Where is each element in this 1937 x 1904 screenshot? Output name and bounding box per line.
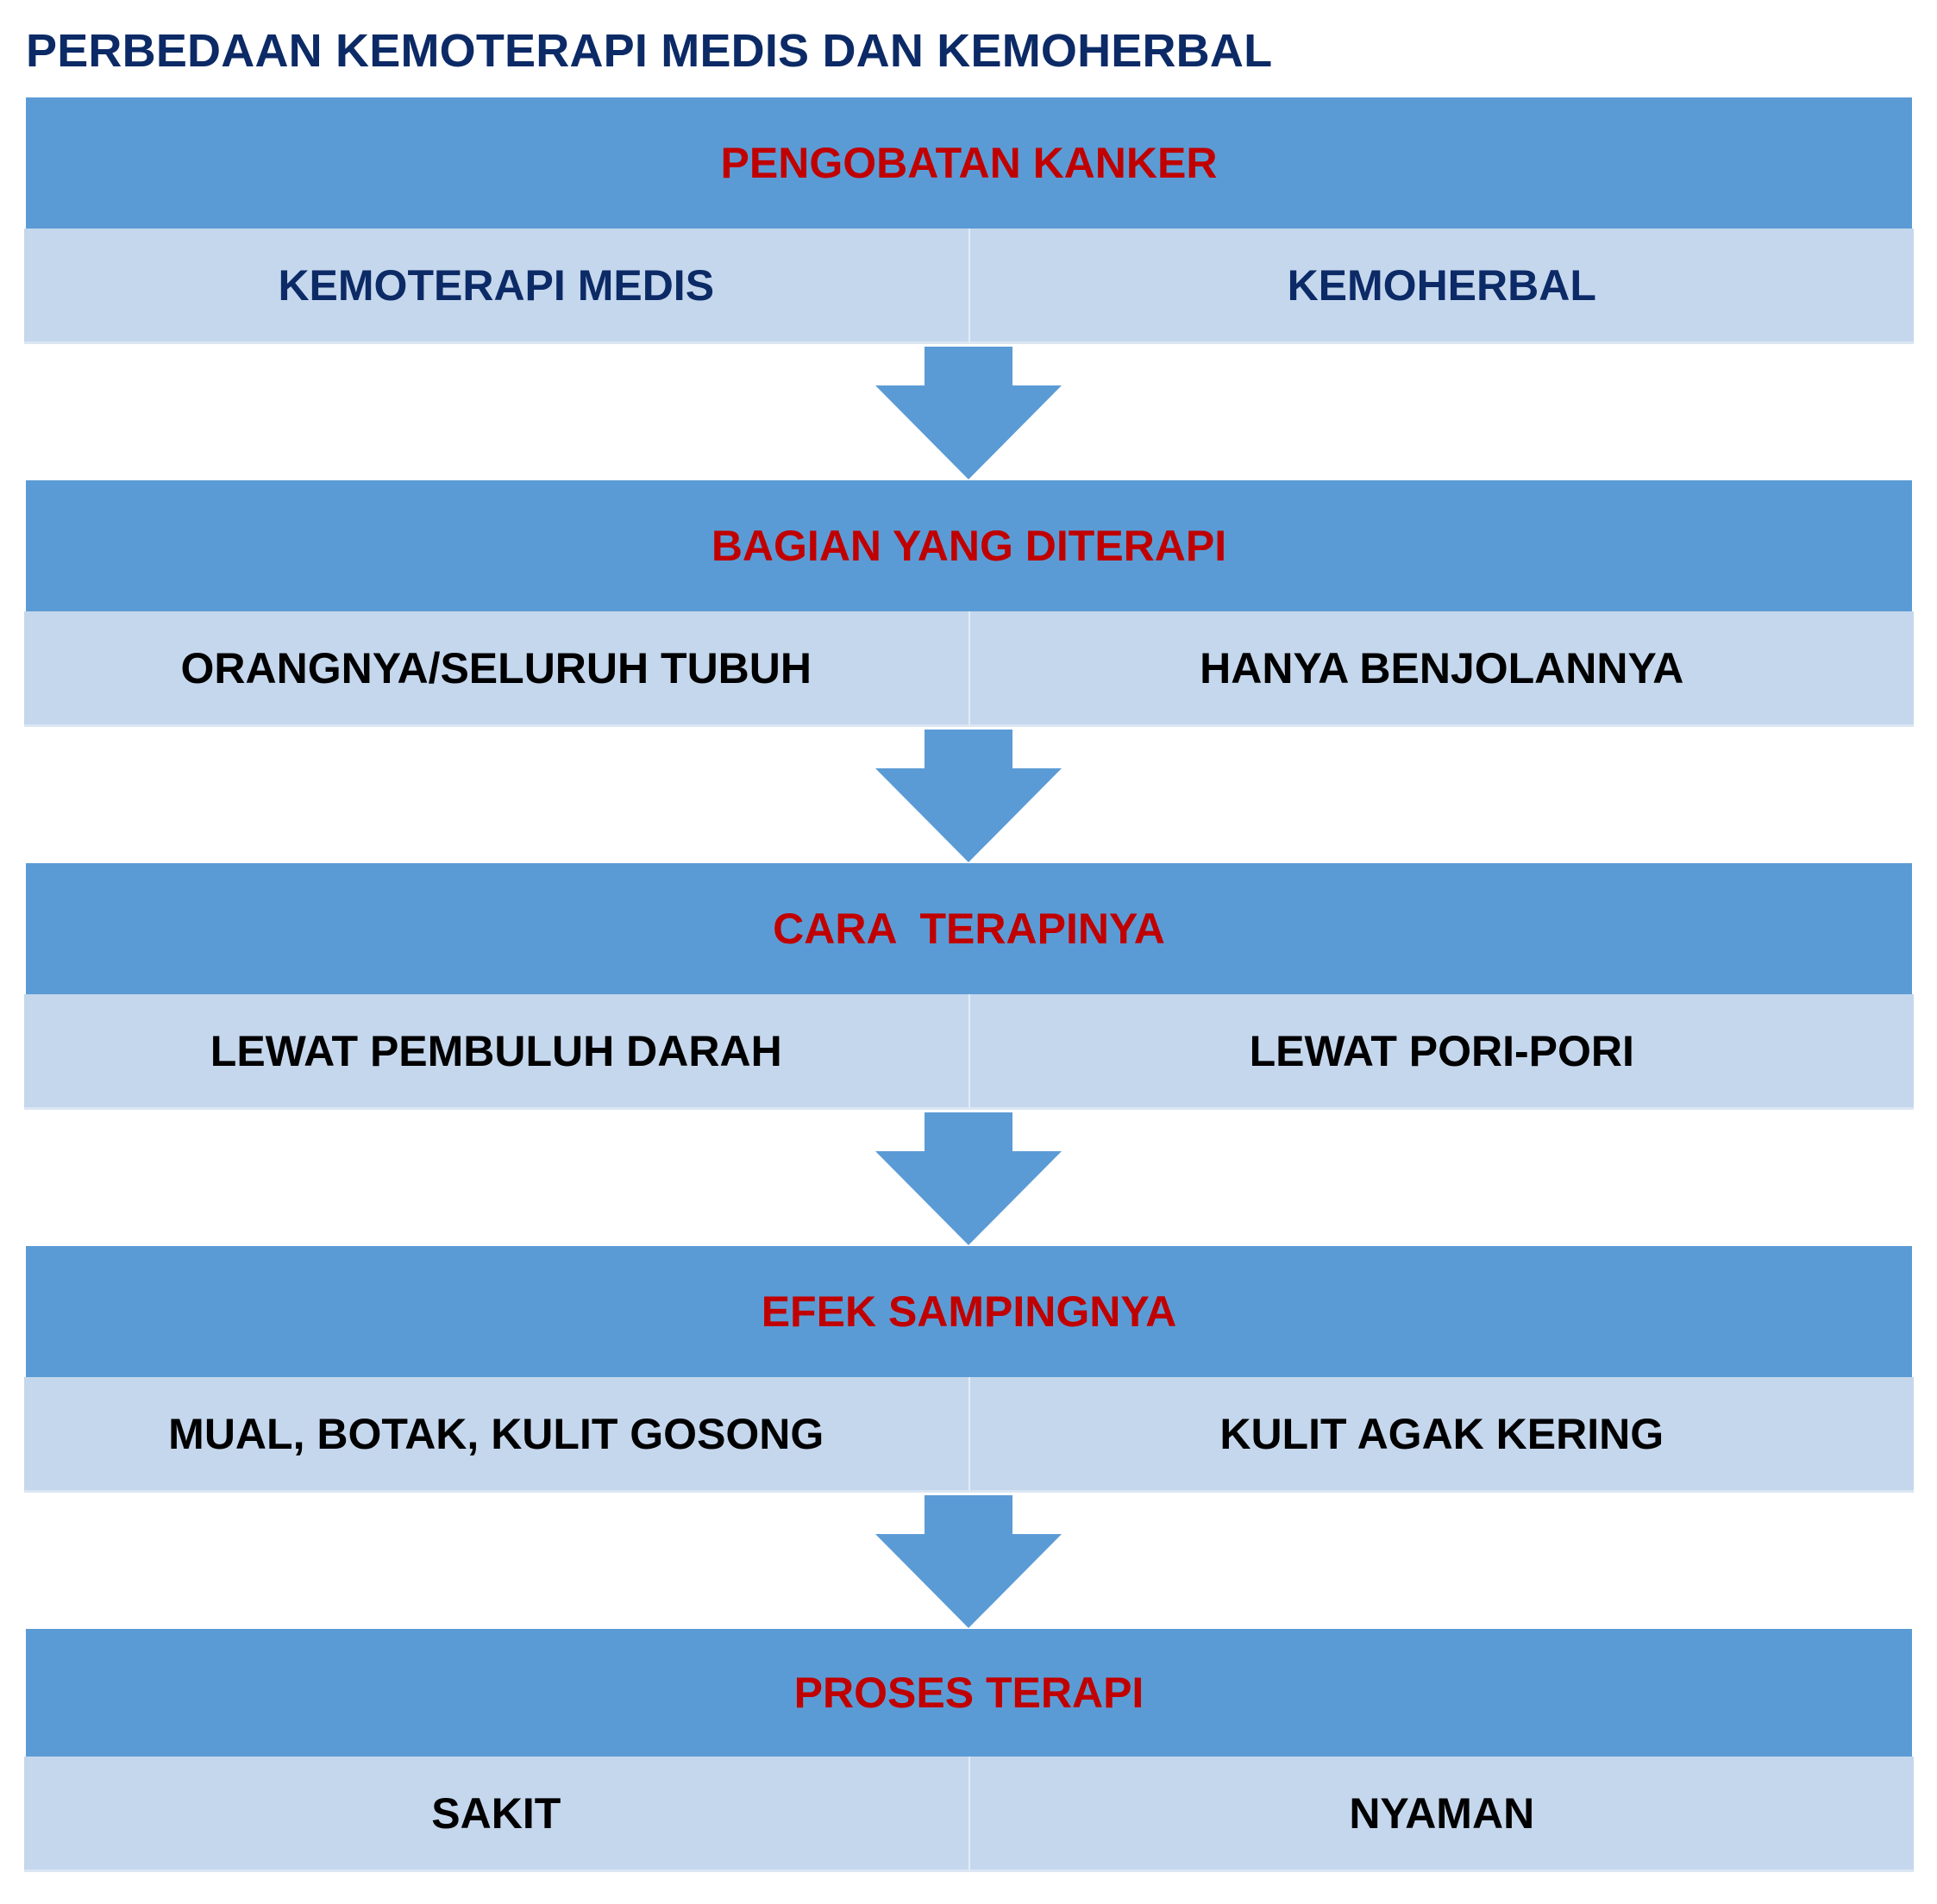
left-cell: MUAL, BOTAK, KULIT GOSONG bbox=[24, 1377, 970, 1493]
down-arrow-icon bbox=[875, 730, 1062, 862]
section-pengobatan-kanker: PENGOBATAN KANKER KEMOTERAPI MEDIS KEMOH… bbox=[24, 97, 1914, 344]
section-efek-sampingnya: EFEK SAMPINGNYA MUAL, BOTAK, KULIT GOSON… bbox=[24, 1246, 1914, 1493]
comparison-row: LEWAT PEMBULUH DARAH LEWAT PORI-PORI bbox=[24, 994, 1914, 1110]
down-arrow-icon bbox=[875, 347, 1062, 479]
section-heading: BAGIAN YANG DITERAPI bbox=[26, 480, 1912, 611]
section-heading: CARA TERAPINYA bbox=[26, 863, 1912, 994]
comparison-row: ORANGNYA/SELURUH TUBUH HANYA BENJOLANNYA bbox=[24, 611, 1914, 727]
section-heading: PENGOBATAN KANKER bbox=[26, 97, 1912, 229]
page-title: PERBEDAAN KEMOTERAPI MEDIS DAN KEMOHERBA… bbox=[26, 25, 1273, 77]
right-cell: KULIT AGAK KERING bbox=[969, 1377, 1914, 1493]
section-proses-terapi: PROSES TERAPI SAKIT NYAMAN bbox=[24, 1629, 1914, 1872]
comparison-row: KEMOTERAPI MEDIS KEMOHERBAL bbox=[24, 229, 1914, 344]
comparison-row: MUAL, BOTAK, KULIT GOSONG KULIT AGAK KER… bbox=[24, 1377, 1914, 1493]
section-heading: PROSES TERAPI bbox=[26, 1629, 1912, 1757]
down-arrow-icon bbox=[875, 1112, 1062, 1245]
left-column-label: KEMOTERAPI MEDIS bbox=[24, 229, 970, 344]
left-cell: ORANGNYA/SELURUH TUBUH bbox=[24, 611, 970, 727]
section-bagian-yang-diterapi: BAGIAN YANG DITERAPI ORANGNYA/SELURUH TU… bbox=[24, 480, 1914, 727]
left-cell: SAKIT bbox=[24, 1757, 970, 1872]
down-arrow-icon bbox=[875, 1495, 1062, 1628]
comparison-row: SAKIT NYAMAN bbox=[24, 1757, 1914, 1872]
right-cell: NYAMAN bbox=[969, 1757, 1914, 1872]
section-heading: EFEK SAMPINGNYA bbox=[26, 1246, 1912, 1377]
left-cell: LEWAT PEMBULUH DARAH bbox=[24, 994, 970, 1110]
section-cara-terapinya: CARA TERAPINYA LEWAT PEMBULUH DARAH LEWA… bbox=[24, 863, 1914, 1110]
right-column-label: KEMOHERBAL bbox=[969, 229, 1914, 344]
right-cell: HANYA BENJOLANNYA bbox=[969, 611, 1914, 727]
right-cell: LEWAT PORI-PORI bbox=[969, 994, 1914, 1110]
